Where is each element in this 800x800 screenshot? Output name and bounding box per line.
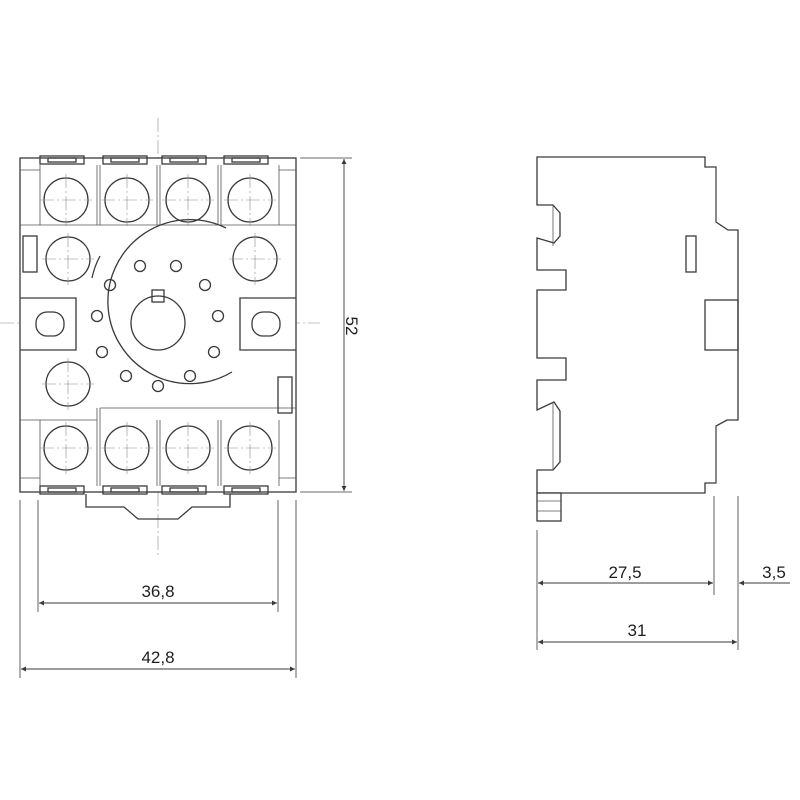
dimension-total-depth: 31 <box>628 621 647 640</box>
bottom-clamp-tabs <box>39 485 269 495</box>
dimension-rail-offset: 3,5 <box>762 563 786 582</box>
side-view <box>536 156 739 522</box>
center-key-hole <box>130 289 186 351</box>
socket-body-outline <box>19 157 297 493</box>
din-clip-front <box>85 494 231 520</box>
screw-centerlines <box>40 174 281 474</box>
dimension-inner-width: 36,8 <box>141 582 174 601</box>
side-clip-foot <box>536 492 562 522</box>
side-profile-outline <box>536 156 739 494</box>
mounting-ear-right <box>239 297 296 351</box>
socket-pin-holes <box>90 259 225 393</box>
side-view-dimensions: 27,5 3,5 31 <box>536 496 790 650</box>
side-rail-slot <box>704 299 739 351</box>
octal-socket-outline <box>107 218 233 385</box>
right-latch-slot <box>277 376 293 414</box>
mounting-ear-left <box>20 297 77 351</box>
bottom-terminal-row <box>20 407 296 486</box>
top-clamp-tabs <box>39 155 269 165</box>
dimension-height: 52 <box>342 317 361 336</box>
left-latch-slot <box>22 235 38 273</box>
dimension-outer-width: 42,8 <box>141 648 174 667</box>
front-view-dimensions: 52 36,8 42,8 <box>19 157 361 678</box>
front-view <box>0 118 320 555</box>
side-latch-window <box>685 235 697 273</box>
dimension-body-depth: 27,5 <box>608 563 641 582</box>
